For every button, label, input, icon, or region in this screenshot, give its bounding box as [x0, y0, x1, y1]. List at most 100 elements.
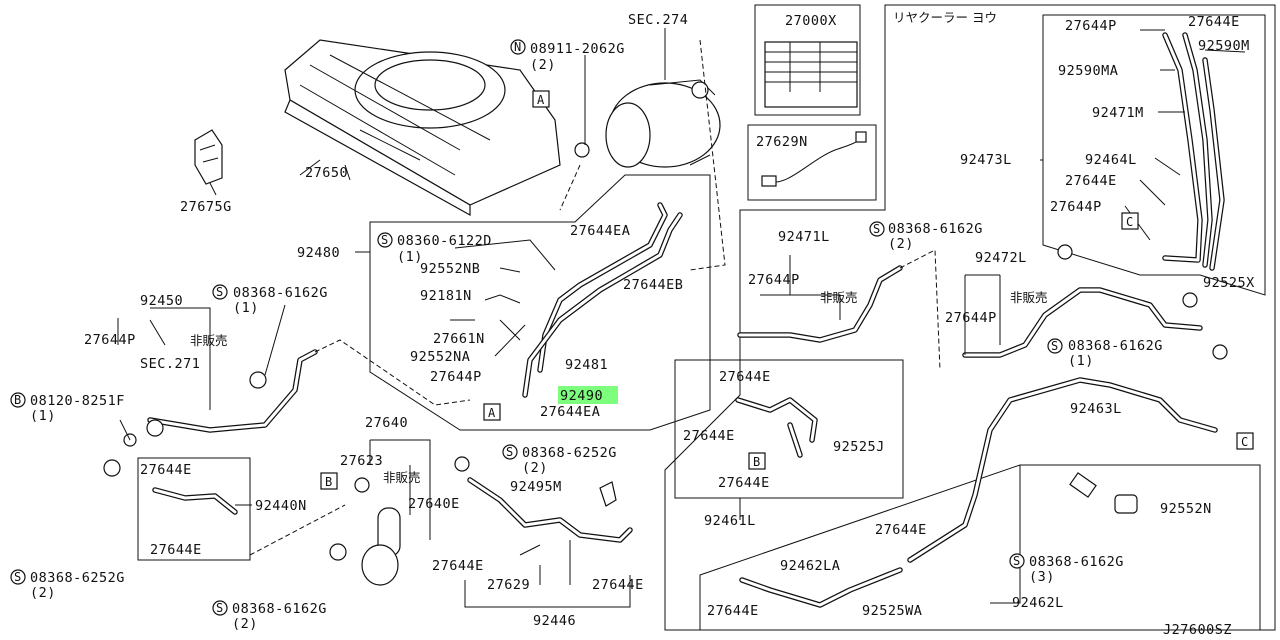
label-27640e[interactable]: 27640E	[408, 496, 460, 512]
frame-92440n	[137, 457, 251, 561]
label-92462l[interactable]: 92462L	[1012, 595, 1064, 611]
grommet-92495m	[599, 481, 617, 507]
label-92481[interactable]: 92481	[565, 357, 608, 373]
label-27640[interactable]: 27640	[365, 415, 408, 431]
leader-92471l	[899, 249, 941, 371]
label-08368-6162g-a[interactable]: 08368-6162G	[233, 285, 328, 301]
label-08368-6162g-e[interactable]: 08368-6162G	[1029, 554, 1124, 570]
label-qty-08368-6162g-d: (1)	[1068, 353, 1094, 369]
label-27644e-b[interactable]: 27644E	[150, 542, 202, 558]
label-qty-08368-6162g-e: (3)	[1029, 569, 1055, 585]
label-27661n[interactable]: 27661N	[433, 331, 485, 347]
label-qty-08911: (2)	[530, 57, 556, 73]
label-08368-6252g-b[interactable]: 08368-6252G	[522, 445, 617, 461]
label-92440n[interactable]: 92440N	[255, 498, 307, 514]
label-sec274[interactable]: SEC.274	[628, 12, 688, 28]
label-27644e-e[interactable]: 27644E	[719, 369, 771, 385]
label-27644e-c[interactable]: 27644E	[432, 558, 484, 574]
label-92490[interactable]: 92490	[560, 388, 603, 404]
label-27644ea-a[interactable]: 27644EA	[540, 404, 600, 420]
label-27644p-c[interactable]: 27644P	[748, 272, 800, 288]
fitting-92450	[146, 419, 164, 437]
label-27644e-k[interactable]: 27644E	[1065, 173, 1117, 189]
label-08368-6162g-d[interactable]: 08368-6162G	[1068, 338, 1163, 354]
label-27644p-a[interactable]: 27644P	[430, 369, 482, 385]
label-08368-6252g-a[interactable]: 08368-6252G	[30, 570, 125, 586]
label-92590ma[interactable]: 92590MA	[1058, 63, 1118, 79]
label-08368-6162g-b[interactable]: 08368-6162G	[232, 601, 327, 617]
frame-27000x	[754, 4, 861, 116]
leader-08120	[119, 419, 131, 441]
label-27644eb[interactable]: 27644EB	[623, 277, 683, 293]
label-27644p-d[interactable]: 27644P	[945, 310, 997, 326]
svg-text:S: S	[381, 233, 388, 247]
label-08368-6162g-c[interactable]: 08368-6162G	[888, 221, 983, 237]
label-92525wa[interactable]: 92525WA	[862, 603, 922, 619]
label-27644e-j[interactable]: 27644E	[1188, 14, 1240, 30]
pipe-92481	[537, 202, 668, 373]
label-27644ea-b[interactable]: 27644EA	[570, 223, 630, 239]
label-92462la[interactable]: 92462LA	[780, 558, 840, 574]
svg-text:S: S	[506, 445, 513, 459]
svg-text:B: B	[14, 393, 21, 407]
leader-27640	[369, 439, 431, 540]
svg-text:S: S	[873, 222, 880, 236]
label-27644e-h[interactable]: 27644E	[875, 522, 927, 538]
label-08911-2062g[interactable]: 08911-2062G	[530, 41, 625, 57]
view-marker-a-top: A	[532, 90, 550, 108]
label-92525j[interactable]: 92525J	[833, 439, 885, 455]
label-qty-08368-6252g-b: (2)	[522, 460, 548, 476]
label-sec271[interactable]: SEC.271	[140, 356, 200, 372]
frame-92461l	[674, 359, 904, 499]
label-qty-08120: (1)	[30, 408, 56, 424]
bolt-08368-6162g-d	[1212, 344, 1228, 360]
label-92471l[interactable]: 92471L	[778, 229, 830, 245]
leader-92450	[314, 339, 471, 406]
screw-marker-s6: S	[869, 221, 885, 237]
label-92450[interactable]: 92450	[140, 293, 183, 309]
label-92552n[interactable]: 92552N	[1160, 501, 1212, 517]
label-qty-08368-a: (1)	[233, 300, 259, 316]
label-92495m[interactable]: 92495M	[510, 479, 562, 495]
label-qty-08368-6252g-a: (2)	[30, 585, 56, 601]
label-27644p-e[interactable]: 27644P	[1065, 18, 1117, 34]
label-27675g[interactable]: 27675G	[180, 199, 232, 215]
label-27644e-a[interactable]: 27644E	[140, 462, 192, 478]
label-92525x[interactable]: 92525X	[1203, 275, 1255, 291]
label-rear-cooler: リヤクーラー ヨウ	[893, 10, 997, 25]
label-08360-6122d[interactable]: 08360-6122D	[397, 233, 492, 249]
label-92181n[interactable]: 92181N	[420, 288, 472, 304]
label-27644e-i[interactable]: 27644E	[707, 603, 759, 619]
label-92480[interactable]: 92480	[297, 245, 340, 261]
label-92464l[interactable]: 92464L	[1085, 152, 1137, 168]
label-27644e-d[interactable]: 27644E	[592, 577, 644, 593]
label-27644p-b[interactable]: 27644P	[84, 332, 136, 348]
leader-92450	[117, 307, 211, 410]
pipe-92446	[467, 477, 633, 543]
label-92471m[interactable]: 92471M	[1092, 105, 1144, 121]
label-92472l[interactable]: 92472L	[975, 250, 1027, 266]
view-marker-b-left: B	[320, 472, 338, 490]
label-27644e-f[interactable]: 27644E	[683, 428, 735, 444]
pipe-92463l	[907, 377, 1218, 563]
label-08120-8251f[interactable]: 08120-8251F	[30, 393, 125, 409]
label-qty-08360: (1)	[397, 249, 423, 265]
label-92446[interactable]: 92446	[533, 613, 576, 629]
label-27644e-g[interactable]: 27644E	[718, 475, 770, 491]
label-27644p-f[interactable]: 27644P	[1050, 199, 1102, 215]
label-27000x[interactable]: 27000X	[785, 13, 837, 29]
label-92461l[interactable]: 92461L	[704, 513, 756, 529]
label-92463l[interactable]: 92463L	[1070, 401, 1122, 417]
bolt-08368-6252g-a	[103, 459, 121, 477]
label-92473l[interactable]: 92473L	[960, 152, 1012, 168]
label-27629n[interactable]: 27629N	[756, 134, 808, 150]
svg-text:C: C	[1241, 435, 1248, 449]
label-92552nb[interactable]: 92552NB	[420, 261, 480, 277]
pipe-92490	[522, 212, 683, 398]
label-27623[interactable]: 27623	[340, 453, 383, 469]
label-27629[interactable]: 27629	[487, 577, 530, 593]
svg-text:S: S	[14, 570, 21, 584]
label-92552na[interactable]: 92552NA	[410, 349, 470, 365]
label-27650[interactable]: 27650	[305, 165, 348, 181]
label-92590m[interactable]: 92590M	[1198, 38, 1250, 54]
